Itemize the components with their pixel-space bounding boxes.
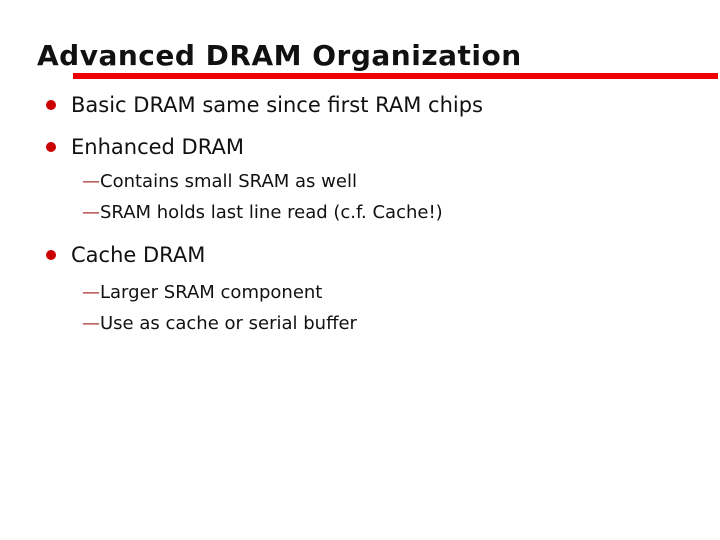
title-block: Advanced DRAM Organization — [0, 0, 720, 79]
bullet-item: Cache DRAM — [46, 240, 720, 270]
bullet-item: Basic DRAM same since first RAM chips — [46, 90, 720, 120]
sub-bullet-label: Use as cache or serial buffer — [100, 313, 357, 334]
slide-body: Basic DRAM same since first RAM chips En… — [46, 79, 720, 337]
bullet-label: Cache DRAM — [71, 243, 206, 267]
bullet-dot-icon — [46, 250, 56, 260]
bullet-label: Enhanced DRAM — [71, 135, 244, 159]
dash-icon: — — [82, 313, 100, 334]
slide-title: Advanced DRAM Organization — [37, 39, 522, 72]
sub-bullet-label: SRAM holds last line read (c.f. Cache!) — [100, 202, 443, 223]
bullet-item: Enhanced DRAM — [46, 132, 720, 162]
dash-icon: — — [82, 282, 100, 303]
sub-bullet-label: Larger SRAM component — [100, 282, 323, 303]
sub-bullet-item: —Use as cache or serial buffer — [82, 311, 720, 337]
bullet-dot-icon — [46, 142, 56, 152]
bullet-dot-icon — [46, 100, 56, 110]
bullet-label: Basic DRAM same since first RAM chips — [71, 93, 484, 117]
sub-bullet-label: Contains small SRAM as well — [100, 171, 357, 192]
sub-bullet-item: —Contains small SRAM as well — [82, 169, 720, 195]
dash-icon: — — [82, 171, 100, 192]
sub-bullet-item: —Larger SRAM component — [82, 280, 720, 306]
dash-icon: — — [82, 202, 100, 223]
sub-bullet-item: —SRAM holds last line read (c.f. Cache!) — [82, 200, 720, 226]
title-underline-rule — [73, 73, 718, 79]
